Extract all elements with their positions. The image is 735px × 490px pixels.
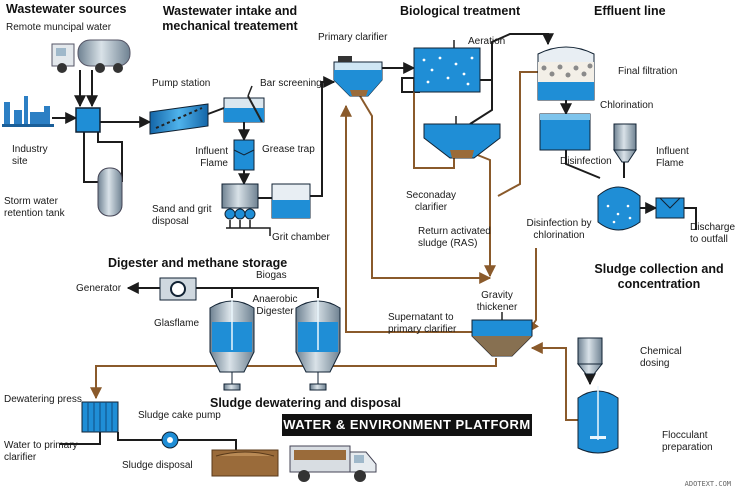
storm-tank: [97, 167, 123, 217]
aeration-tank: [413, 40, 481, 93]
section-biological: Biological treatment: [400, 4, 521, 18]
section-sludge-collection: Sludge collection and concentration: [594, 262, 724, 291]
bar-screen: [223, 85, 265, 123]
watermark: ADOTEXT.COM: [684, 480, 731, 488]
section-effluent: Effluent line: [594, 4, 666, 18]
factory-icon: [2, 96, 54, 127]
label-influent-flame-2: Influent Flame: [656, 146, 689, 169]
label-ras: Return activated sludge (RAS): [418, 226, 491, 249]
junction-box: [75, 107, 101, 133]
disinfection-tank: [539, 113, 591, 151]
label-discharge: Discharge to outfall: [690, 222, 735, 245]
label-glasflame: Glasflame: [154, 318, 200, 329]
label-sludge-disposal: Sludge disposal: [122, 460, 193, 471]
influent-flume-2: [655, 197, 685, 219]
label-sludge-cake-pump: Sludge cake pump: [138, 410, 221, 421]
dewatering-press: [81, 401, 119, 433]
section-intake: Wastewater intake and mechanical treatem…: [162, 4, 298, 33]
chemical-dosing-silo: [576, 337, 604, 375]
label-influent-flame-1: Influent Flame: [195, 146, 228, 169]
label-chlorination: Chlorination: [600, 100, 654, 111]
section-dewatering: Sludge dewatering and disposal: [210, 396, 402, 410]
flocculant-tank: [577, 386, 619, 454]
label-flocculant: Flocculant preparation: [662, 430, 713, 453]
label-sand-grit: Sand and grit disposal: [152, 204, 212, 227]
chlorination-contact-tank: [597, 186, 641, 231]
label-chemical-dosing: Chemical dosing: [640, 346, 682, 369]
label-gravity-thickener: Gravity thickener: [476, 290, 518, 313]
label-secondary-clarifier: Seconaday clarifier: [405, 190, 457, 213]
anaerobic-digester-2: [295, 300, 341, 391]
section-wastewater-sources: Wastewater sources: [6, 2, 127, 16]
pump-station: [149, 103, 209, 135]
section-digester: Digester and methane storage: [108, 256, 288, 270]
primary-clarifier: [333, 56, 383, 97]
secondary-clarifier: [423, 116, 501, 159]
label-disinfection-chlorination: Disinfection by chlorination: [526, 218, 592, 241]
label-aeration: Aeration: [468, 36, 506, 47]
label-grease-trap: Grease trap: [262, 144, 315, 155]
anaerobic-digester-1: [209, 300, 255, 391]
label-anaerobic-digester: Anaerobic Digester: [252, 294, 298, 317]
chlorination-silo: [613, 123, 637, 163]
label-dewatering-press: Dewatering press: [4, 394, 82, 405]
gravity-thickener: [471, 312, 533, 357]
sludge-disposal-bin: [211, 449, 279, 477]
disposal-truck-icon: [289, 445, 377, 482]
generator-icon: [159, 277, 197, 301]
platform-banner: WATER & ENVIRONMENT PLATFORM: [282, 414, 532, 436]
label-biogas: Biogas: [256, 270, 287, 281]
label-generator: Generator: [76, 283, 122, 294]
tanker-truck-icon: [51, 39, 131, 73]
label-supernatant: Supernatant to primary clarifier: [388, 312, 457, 335]
label-pump-station: Pump station: [152, 78, 211, 89]
label-water-primary: Water to primary clarifier: [4, 440, 78, 463]
label-industry-site: Industry site: [12, 144, 48, 167]
label-disinfection: Disinfection: [560, 156, 612, 167]
label-bar-screening: Bar screening: [260, 78, 322, 89]
water-pipes: [52, 33, 697, 450]
label-storm-tank: Storm water retention tank: [4, 196, 65, 219]
grit-chamber: [221, 183, 271, 236]
label-remote-water: Remote muncipal water: [6, 22, 112, 33]
grease-trap: [271, 183, 311, 219]
label-primary-clarifier: Primary clarifier: [318, 32, 388, 43]
final-filter: [537, 46, 595, 101]
label-grit-chamber: Grit chamber: [272, 232, 330, 243]
influent-flume-1: [233, 139, 255, 171]
label-final-filtration: Final filtration: [618, 66, 678, 77]
sludge-cake-pump-icon: [161, 431, 179, 449]
